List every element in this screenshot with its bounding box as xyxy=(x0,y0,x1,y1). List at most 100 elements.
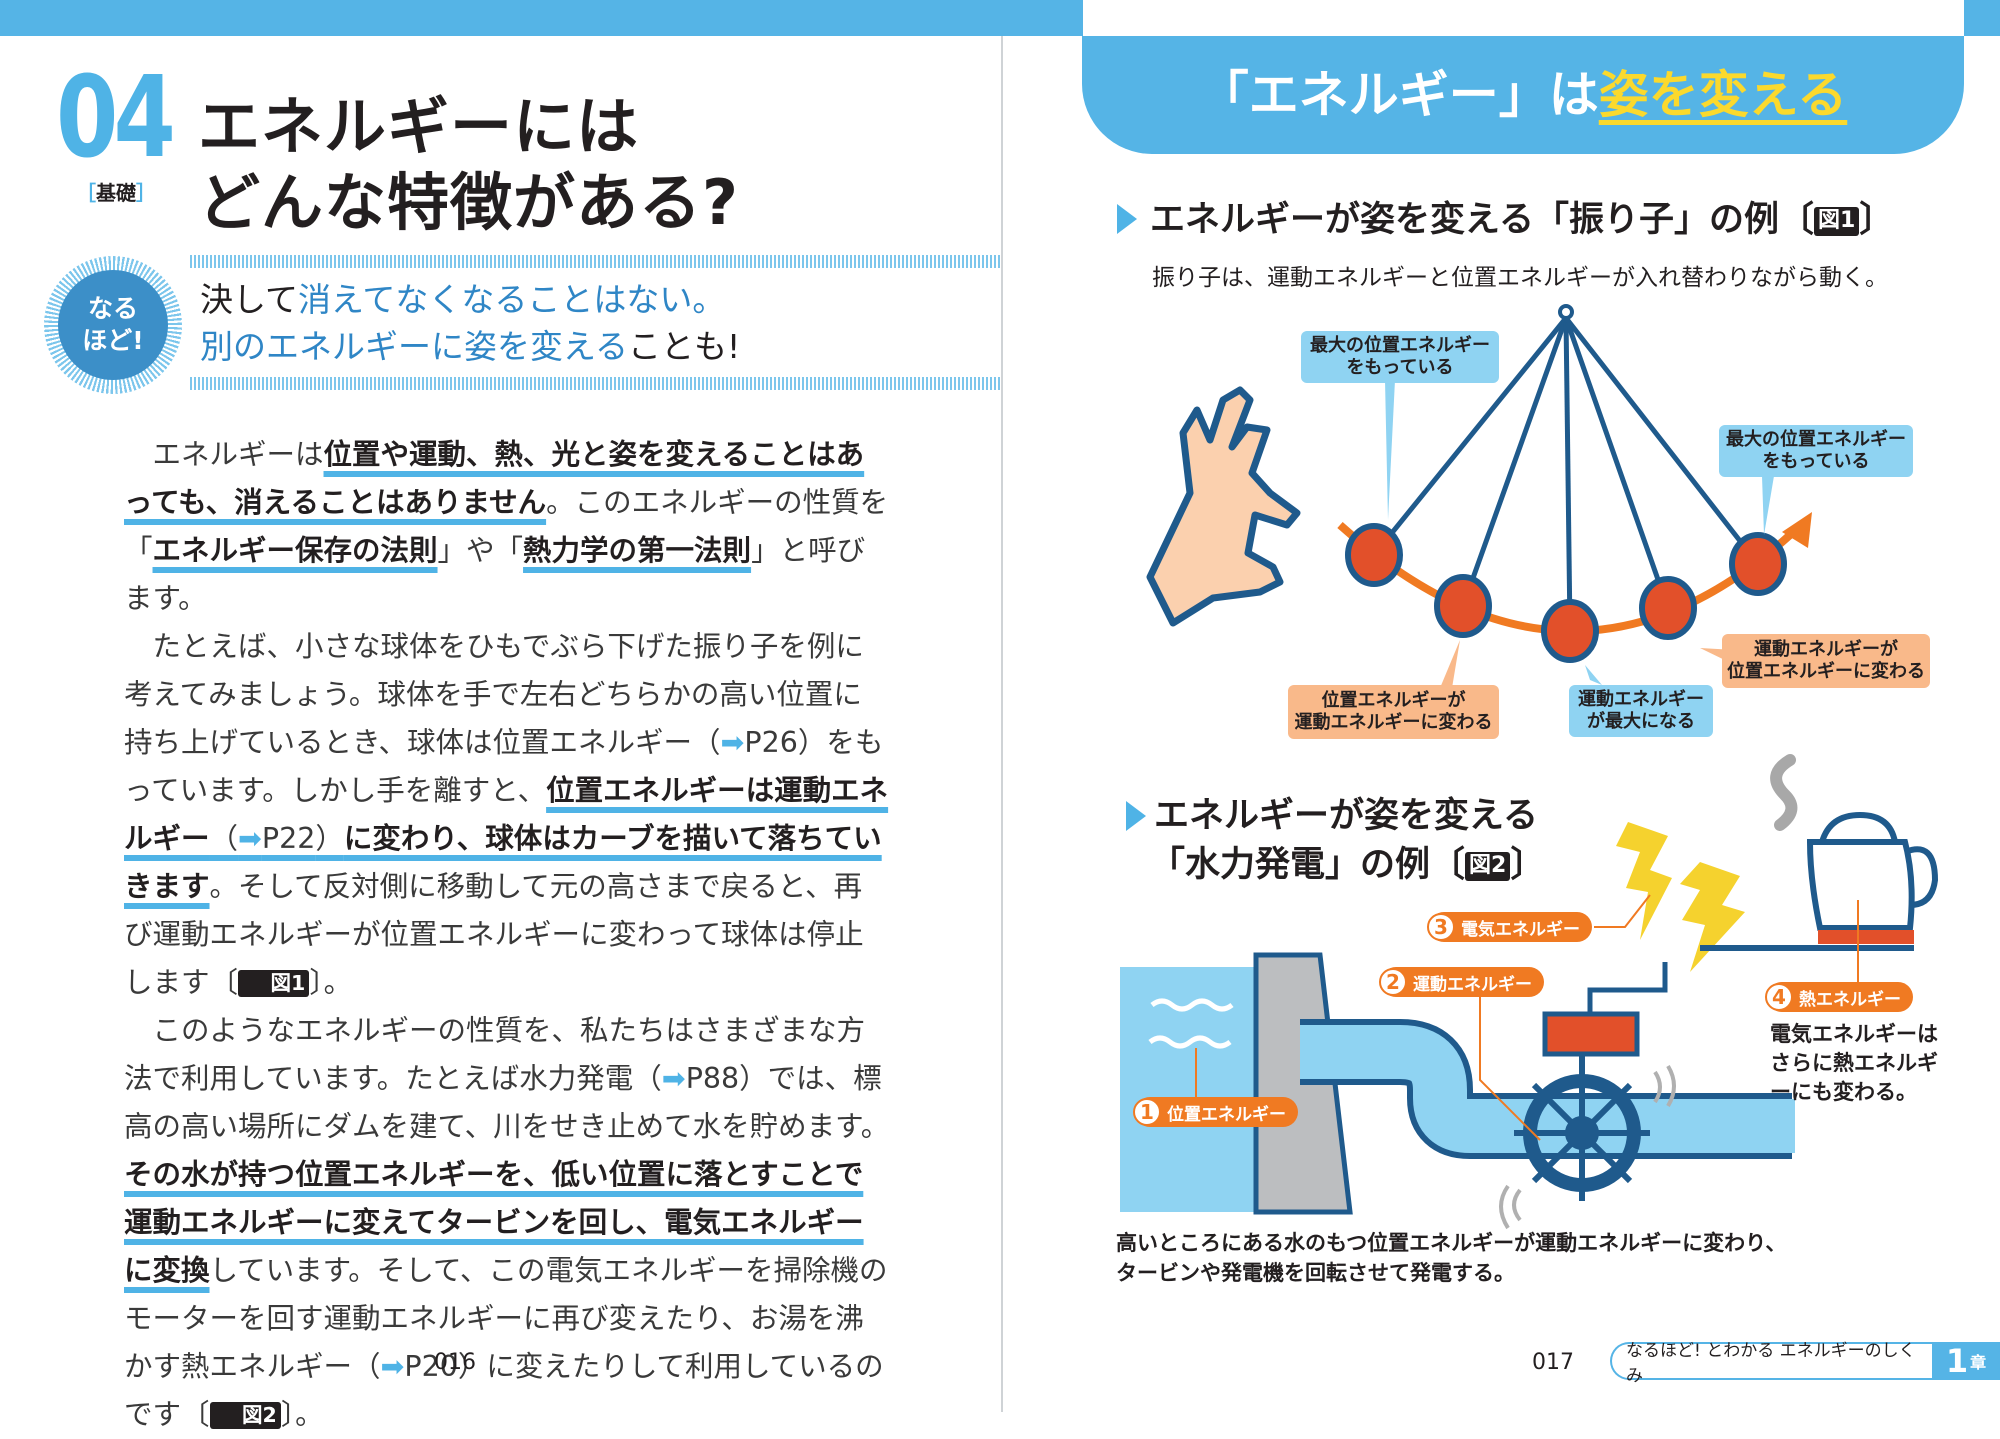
text: 1 xyxy=(1945,1342,1969,1380)
page-gutter-divider xyxy=(1001,0,1003,1412)
text: 最大の位置エネルギー xyxy=(1726,429,1906,450)
arrow-right-icon: ➡ xyxy=(380,1350,405,1383)
arrow-right-icon: ➡ xyxy=(661,1062,686,1095)
reference-page: P22 xyxy=(261,822,316,855)
reference-page: P26 xyxy=(744,726,798,759)
text: 運動エネルギーに変わる xyxy=(1294,712,1493,733)
body-text-run: 。このエネルギーの性質を「 xyxy=(124,486,889,567)
page-reference: ➡P20 xyxy=(381,1350,458,1383)
heater-plate xyxy=(1818,930,1914,944)
text: 電気エネルギーは xyxy=(1770,1022,1938,1046)
text: 4 xyxy=(1765,983,1793,1011)
triangle-bullet-icon xyxy=(1117,204,1137,234)
body-text-run: ）では、標高の高い場所にダムを建て、川をせき止めて水を貯めます。 xyxy=(124,1062,890,1143)
body-text-run: たとえば、小さな球体をひもでぶら下げた振り子を例に考えてみましょう。球体を手で左… xyxy=(124,630,864,759)
emphasis-text: に変わり、球体はカーブを描いて落ちていきます xyxy=(124,822,882,903)
label-kinetic-energy: 2 運動エネルギー xyxy=(1379,967,1544,997)
body-text: エネルギーは位置や運動、熱、光と姿を変えることはあっても、消えることはありません… xyxy=(124,431,890,1439)
fig2-badge: 図2 xyxy=(1465,852,1511,881)
turbine-wheel-icon xyxy=(1514,1065,1650,1201)
section-category: ［基礎］ xyxy=(76,181,156,205)
badge-line-1: なる xyxy=(87,294,138,323)
body-text-run: エネルギーは xyxy=(152,438,324,471)
triangle-bullet-icon xyxy=(1126,801,1146,831)
lead-highlight: 別のエネルギーに姿を変える xyxy=(200,327,629,366)
text: タービンや発電機を回転させて発電する。 xyxy=(1116,1261,1515,1285)
reference-page: P20 xyxy=(404,1350,458,1383)
callout-kinetic-to-potential: 運動エネルギーが位置エネルギーに変わる xyxy=(1722,634,1930,688)
text: 1 xyxy=(1133,1098,1161,1126)
text: さらに熱エネルギ xyxy=(1770,1051,1938,1075)
fig2-caption: 高いところにある水のもつ位置エネルギーが運動エネルギーに変わり、タービンや発電機… xyxy=(1116,1228,1786,1288)
top-color-bar xyxy=(1001,0,1083,36)
text: 位置エネルギー xyxy=(1167,1104,1286,1125)
body-text-run: 〕。 xyxy=(309,966,353,999)
fig1-heading-text: エネルギーが姿を変える「振り子」の例 xyxy=(1150,200,1779,240)
text: 熱エネルギー xyxy=(1799,989,1901,1010)
arrow-right-icon: ➡ xyxy=(238,822,262,855)
lead-plain: ことも! xyxy=(628,327,741,366)
page-number-left: 016 xyxy=(434,1350,476,1375)
lead-line-1: 決して消えてなくなることはない。 xyxy=(200,283,725,316)
text: 2 xyxy=(1379,968,1407,996)
text: 章 xyxy=(1970,1353,1987,1372)
vibration-icon xyxy=(1499,1064,1676,1230)
fig1-heading: エネルギーが姿を変える「振り子」の例〔図1〕 xyxy=(1150,200,1895,240)
arrow-right-icon: ➡ xyxy=(720,726,745,759)
text: 高いところにある水のもつ位置エネルギーが運動エネルギーに変わり、 xyxy=(1116,1231,1787,1255)
body-text-run: 」と呼びます。 xyxy=(124,534,866,615)
label-heat-energy: 4 熱エネルギー xyxy=(1765,982,1913,1012)
callout-max-kinetic: 運動エネルギーが最大になる xyxy=(1569,685,1713,737)
body-text-run: 。そして反対側に移動して元の高さまで戻ると、再び運動エネルギーが位置エネルギーに… xyxy=(124,870,864,999)
body-text-run: しています。そして、この電気エネルギーを掃除機のモーターを回す運動エネルギーに再… xyxy=(124,1254,888,1383)
page-reference: ➡P88 xyxy=(662,1062,739,1095)
text: 運動エネルギーが xyxy=(1754,639,1898,660)
text: ーにも変わる。 xyxy=(1770,1080,1917,1104)
pendulum-ball xyxy=(1345,523,1403,587)
top-color-bar xyxy=(1964,0,2000,36)
power-wire xyxy=(1587,962,1668,1014)
lead-highlight: 消えてなくなることはない。 xyxy=(298,280,726,319)
body-paragraph: このようなエネルギーの性質を、私たちはさまざまな方法で利用しています。たとえば水… xyxy=(124,1007,890,1439)
fig2-heading-text: 「水力発電」の例 xyxy=(1150,845,1431,885)
body-text-run: このようなエネルギーの性質を、私たちはさまざまな方法で利用しています。たとえば水… xyxy=(124,1014,866,1095)
steam-icon xyxy=(1770,754,1798,831)
section-number: 04 xyxy=(56,53,176,183)
fig1-badge: 図1 xyxy=(1813,207,1860,236)
heat-note: 電気エネルギーはさらに熱エネルギーにも変わる。 xyxy=(1770,1020,1938,1107)
emphasis-text: 熱力学の第一法則 xyxy=(523,534,752,567)
emphasis-text: 位置や運動、熱、光と姿を変えることはあっても、消えることはありません xyxy=(124,438,865,519)
label-potential-energy: 1 位置エネルギー xyxy=(1133,1097,1298,1127)
text: 電気エネルギー xyxy=(1461,919,1580,940)
callout-potential-to-kinetic: 位置エネルギーが運動エネルギーに変わる xyxy=(1288,685,1499,739)
badge-line-2: ほど! xyxy=(82,326,144,355)
reservoir-water xyxy=(1120,967,1265,1212)
text: 運動エネルギー xyxy=(1413,974,1532,995)
body-text-run: 」や「 xyxy=(437,534,524,567)
page-reference: ➡P22 xyxy=(238,822,315,855)
header-text: 「エネルギー」は xyxy=(1198,66,1599,124)
naruhodo-badge: なる ほど! xyxy=(44,256,182,394)
reference-page: P88 xyxy=(685,1062,740,1095)
top-color-bar xyxy=(0,0,1001,36)
pendulum-diagram xyxy=(1146,304,1812,688)
body-paragraph: たとえば、小さな球体をひもでぶら下げた振り子を例に考えてみましょう。球体を手で左… xyxy=(124,623,890,1007)
spread-header-banner: 「エネルギー」は姿を変える xyxy=(1082,36,1964,154)
pendulum-ball xyxy=(1729,532,1787,596)
text: 最大の位置エネルギー xyxy=(1310,335,1490,356)
lead-line-2: 別のエネルギーに姿を変えることも! xyxy=(200,330,740,363)
emphasis-text: その水が持つ位置エネルギーを、低い位置に落とすことで運動エネルギーに変えてタービ… xyxy=(124,1158,864,1287)
text: をもっている xyxy=(1762,451,1870,472)
fig1-subtitle: 振り子は、運動エネルギーと位置エネルギーが入れ替わりながら動く。 xyxy=(1152,265,1888,291)
text: 3 xyxy=(1427,913,1455,941)
hand-icon xyxy=(1146,386,1301,627)
underlined-text: （ xyxy=(209,822,239,855)
page-number-right: 017 xyxy=(1532,1350,1574,1375)
pendulum-ball xyxy=(1639,576,1697,640)
fig2-heading-line-2: 「水力発電」の例〔図2〕 xyxy=(1150,845,1546,885)
fig2-heading-line-1: エネルギーが姿を変える xyxy=(1154,796,1538,836)
callout-max-potential-right: 最大の位置エネルギーをもっている xyxy=(1719,425,1913,477)
callout-max-potential-left: 最大の位置エネルギーをもっている xyxy=(1301,331,1499,383)
